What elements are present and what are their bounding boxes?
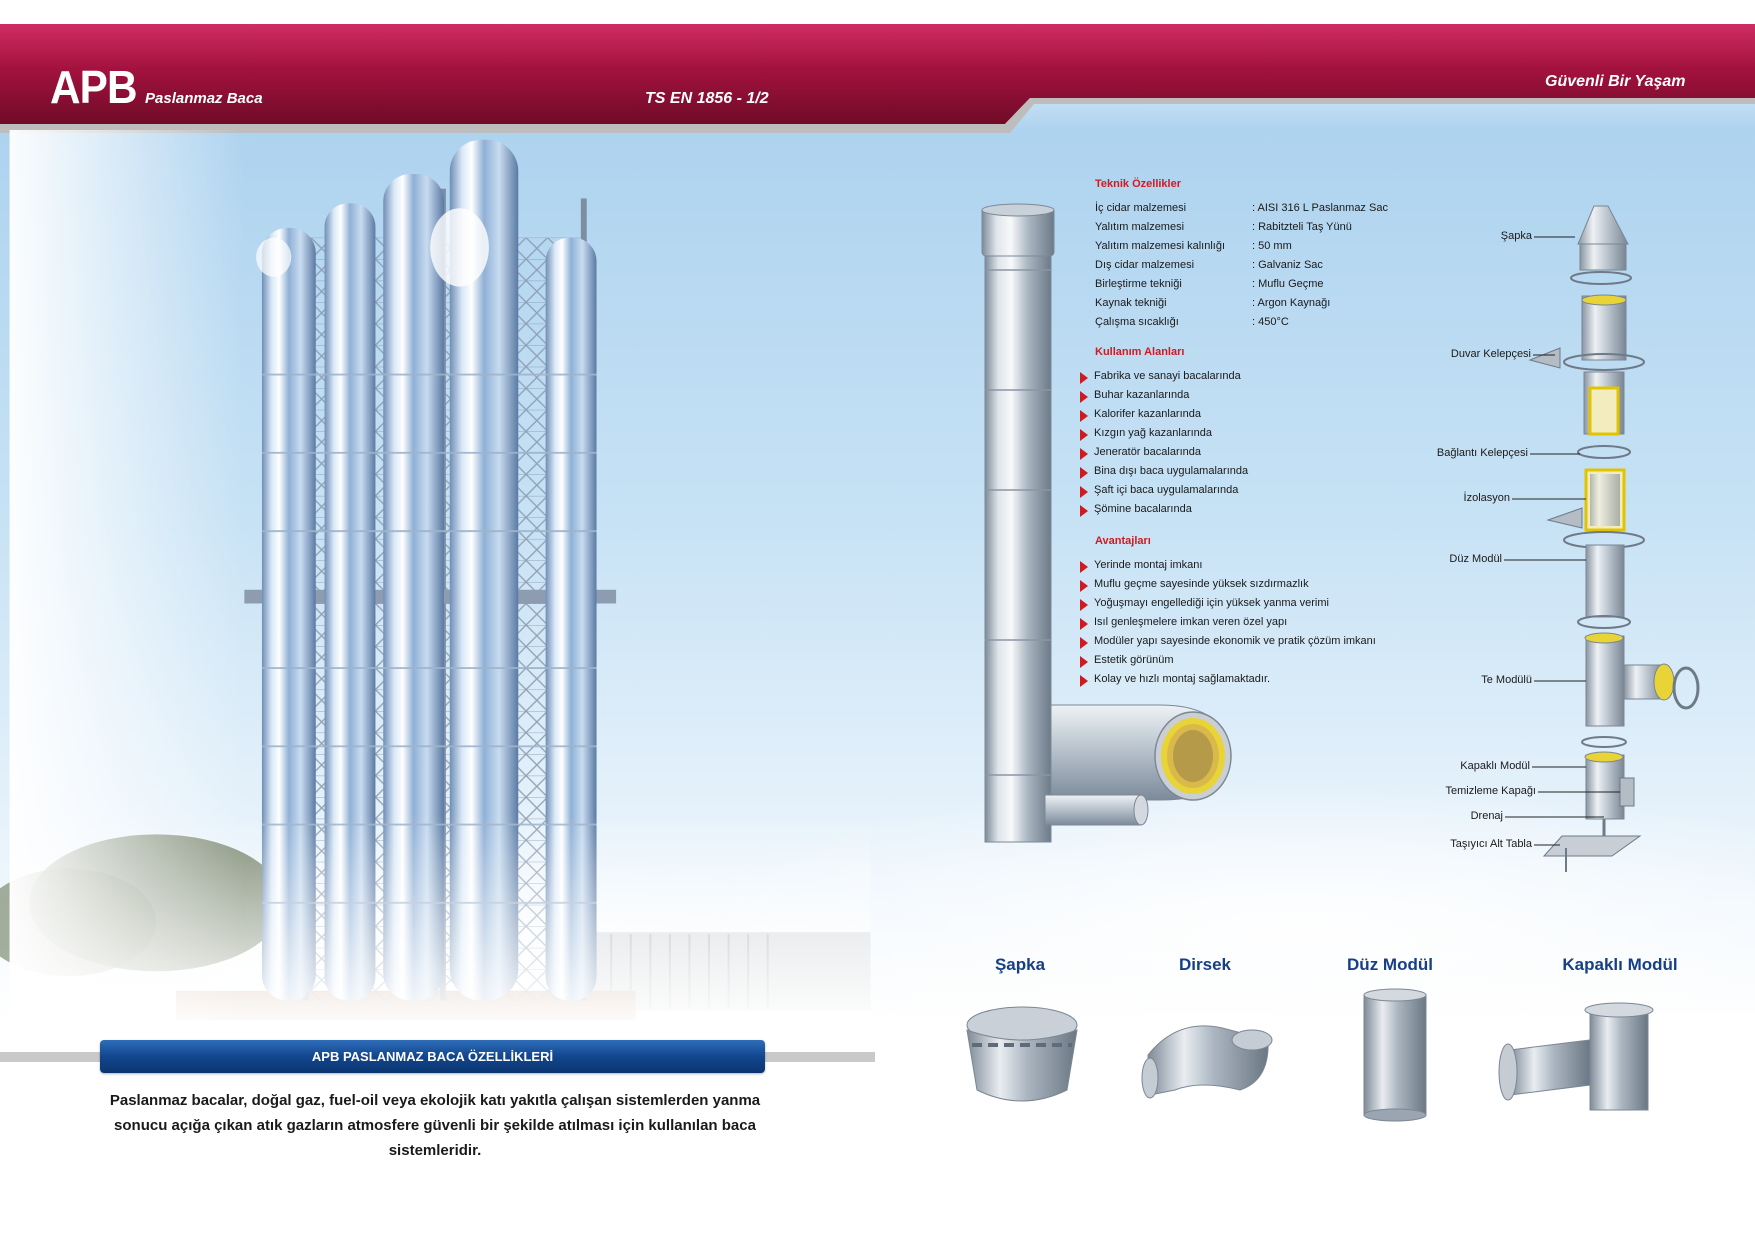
spec-value: : Rabitzteli Taş Yünü (1252, 221, 1352, 233)
product-title-duz-modul: Düz Modül (1347, 955, 1433, 974)
callout-te-modulu: Te Modülü (1481, 674, 1532, 686)
product-title-dirsek: Dirsek (1179, 955, 1231, 974)
callout-sapka: Şapka (1500, 230, 1532, 242)
triangle-bullet-icon (1080, 618, 1088, 630)
spec-row: Kaynak tekniği : Argon Kaynağı (1095, 297, 1425, 316)
spec-label: İç cidar malzemesi (1095, 202, 1187, 214)
spec-label: Yalıtım malzemesi kalınlığı (1095, 240, 1226, 252)
spec-label: Çalışma sıcaklığı (1095, 316, 1179, 328)
intro-text: Paslanmaz bacalar, doğal gaz, fuel-oil v… (109, 1092, 761, 1159)
spec-value: : 450°C (1252, 316, 1289, 328)
callout-kapakli-modul: Kapaklı Modül (1460, 760, 1530, 772)
advantages-heading: Avantajları (1095, 535, 1151, 547)
header-band (0, 24, 1755, 133)
spec-label: Kaynak tekniği (1095, 297, 1167, 309)
triangle-bullet-icon (1080, 656, 1088, 668)
divider-rule-mid (765, 1052, 875, 1062)
triangle-bullet-icon (1080, 372, 1088, 384)
usage-heading: Kullanım Alanları (1095, 346, 1185, 358)
product-title-sapka: Şapka (994, 955, 1046, 974)
triangle-bullet-icon (1080, 599, 1088, 611)
callout-tasiyici-alt-tabla: Taşıyıcı Alt Tabla (1450, 838, 1532, 850)
spec-label: Birleştirme tekniği (1095, 278, 1182, 290)
divider-rule-left (0, 1052, 100, 1062)
chimney-towers-photo (0, 130, 871, 1030)
callout-duz-modul: Düz Modül (1449, 553, 1502, 565)
triangle-bullet-icon (1080, 429, 1088, 441)
spec-value: : Argon Kaynağı (1252, 297, 1331, 309)
spec-row: Dış cidar malzemesi : Galvaniz Sac (1095, 259, 1425, 278)
spec-value: : Galvaniz Sac (1252, 259, 1323, 271)
spec-label: Dış cidar malzemesi (1095, 259, 1195, 271)
spec-row: Yalıtım malzemesi kalınlığı : 50 mm (1095, 240, 1425, 259)
spec-value: : 50 mm (1252, 240, 1292, 252)
spec-label: Yalıtım malzemesi (1095, 221, 1185, 233)
spec-value: : Muflu Geçme (1252, 278, 1324, 290)
triangle-bullet-icon (1080, 448, 1088, 460)
spec-row: İç cidar malzemesi : AISI 316 L Paslanmaz… (1095, 202, 1425, 221)
callout-duvar-kelepcesi: Duvar Kelepçesi (1450, 348, 1531, 360)
triangle-bullet-icon (1080, 467, 1088, 479)
product-title-kapakli-modul: Kapaklı Modül (1562, 955, 1678, 974)
technical-heading: Teknik Özellikler (1095, 178, 1182, 190)
triangle-bullet-icon (1080, 580, 1088, 592)
spec-row: Çalışma sıcaklığı : 450°C (1095, 316, 1425, 335)
features-banner: APB PASLANMAZ BACA ÖZELLİKLERİ (100, 1040, 765, 1073)
triangle-bullet-icon (1080, 675, 1088, 687)
callout-baglanti-kelepcesi: Bağlantı Kelepçesi (1436, 447, 1528, 459)
triangle-bullet-icon (1080, 410, 1088, 422)
callout-izolasyon: İzolasyon (1463, 492, 1510, 504)
triangle-bullet-icon (1080, 505, 1088, 517)
triangle-bullet-icon (1080, 561, 1088, 573)
triangle-bullet-icon (1080, 391, 1088, 403)
spec-row: Yalıtım malzemesi : Rabitzteli Taş Yünü (1095, 221, 1425, 240)
triangle-bullet-icon (1080, 637, 1088, 649)
spec-row: Birleştirme tekniği : Muflu Geçme (1095, 278, 1425, 297)
callout-temizleme-kapagi: Temizleme Kapağı (1445, 785, 1537, 797)
triangle-bullet-icon (1080, 486, 1088, 498)
callout-drenaj: Drenaj (1470, 810, 1503, 822)
spec-value: : AISI 316 L Paslanmaz Sac (1252, 202, 1388, 214)
